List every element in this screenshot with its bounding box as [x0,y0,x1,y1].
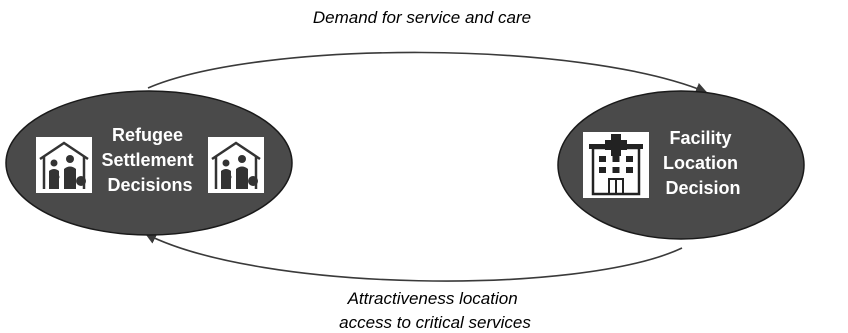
facility-node-label: Facility Location Decision [663,128,743,198]
refugee-label-line-2: Settlement [101,150,193,170]
attractiveness-label-line-1: Attractiveness location [347,289,518,308]
refugee-label-line-1: Refugee [112,125,183,145]
attractiveness-arrow-label: Attractiveness location access to critic… [339,289,531,332]
refugee-node-label: Refugee Settlement Decisions [101,125,198,195]
facility-label-line-1: Facility [669,128,731,148]
facility-label-line-3: Decision [665,178,740,198]
attractiveness-arrow [145,233,683,282]
facility-location-node: Facility Location Decision [557,90,805,240]
attractiveness-label-line-2: access to critical services [339,313,531,332]
hospital-building-icon [583,132,649,198]
refugee-family-shelter-icon [34,135,94,195]
refugee-label-line-3: Decisions [107,175,192,195]
demand-arrow-label: Demand for service and care [313,8,531,27]
demand-arrow [147,51,708,94]
facility-label-line-2: Location [663,153,738,173]
refugee-settlement-node: Refugee Settlement Decisions [5,90,293,236]
refugee-family-shelter-icon [206,135,266,195]
